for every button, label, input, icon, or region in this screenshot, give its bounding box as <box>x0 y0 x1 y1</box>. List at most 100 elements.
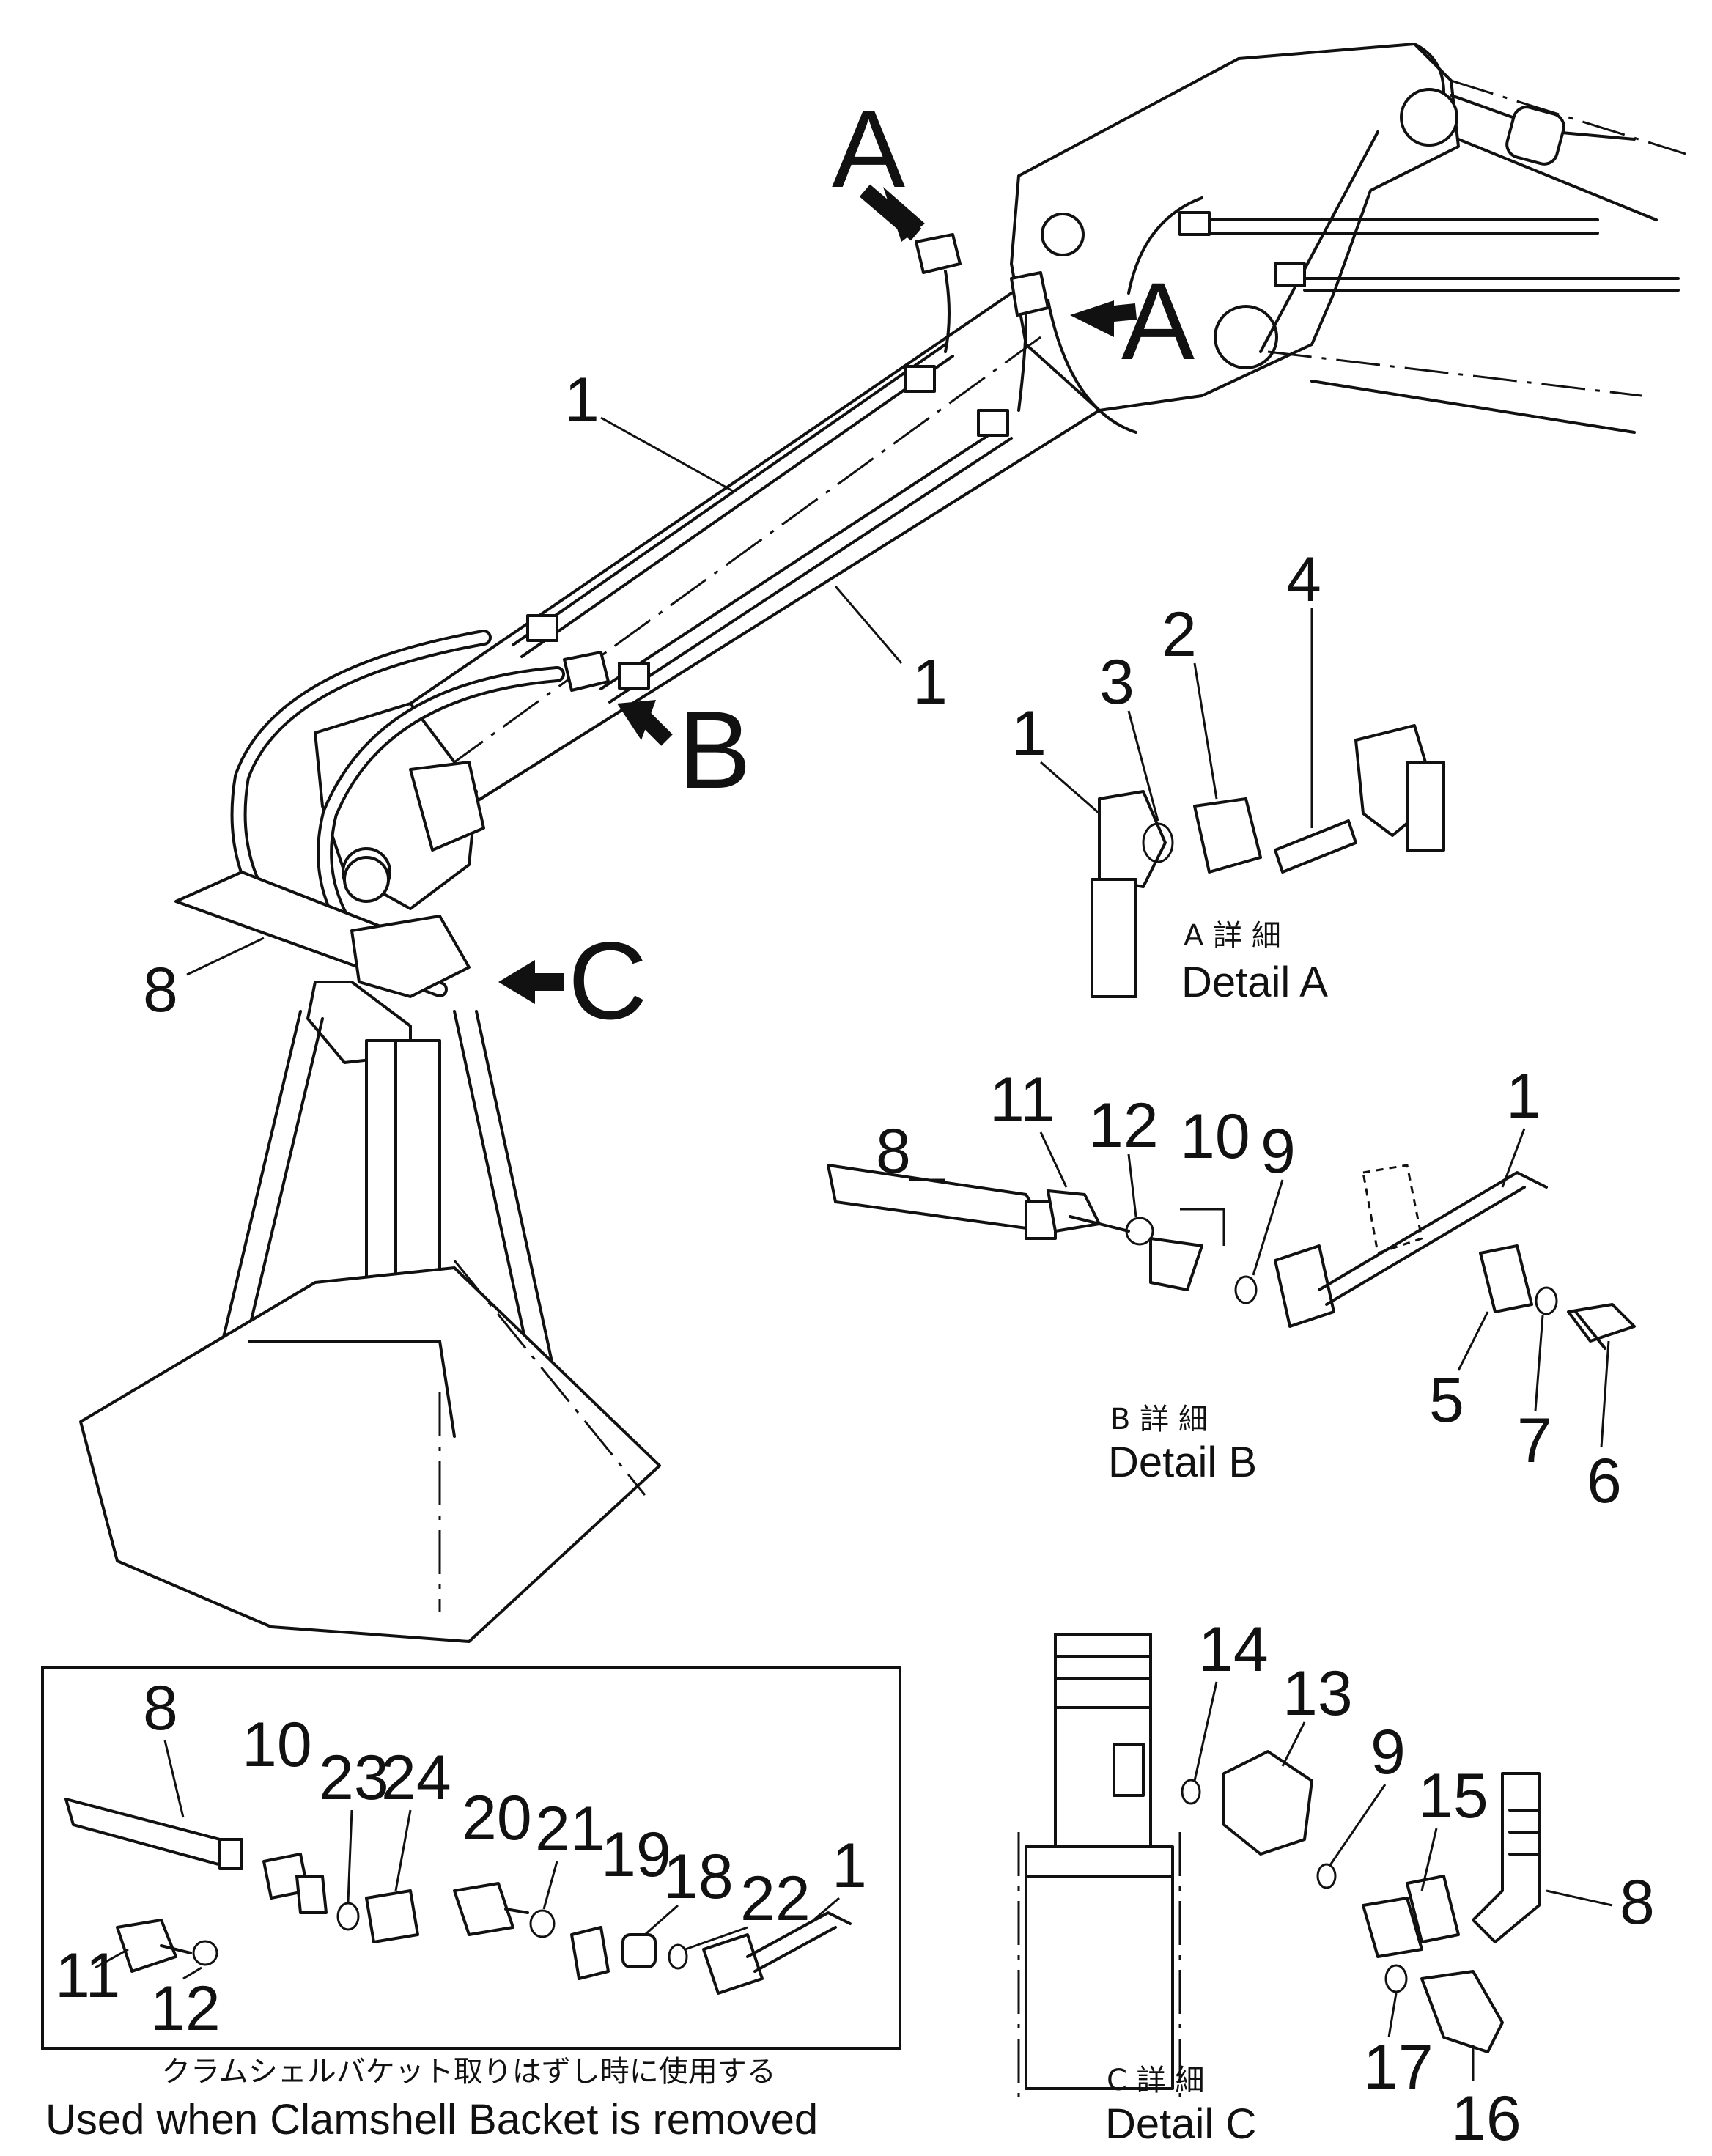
arm-pipe-upper-2 <box>520 355 954 658</box>
bucket-inner-edge <box>248 1340 456 1438</box>
inset-note-jp: クラムシェルバケット取りはずし時に使用する <box>161 2055 776 2089</box>
detail-b-flange <box>1274 1244 1335 1328</box>
pipe-clamp-3 <box>526 614 558 642</box>
inset-label-1: 1 <box>832 1831 867 1901</box>
arm-centerline <box>454 336 1041 764</box>
arm-assembly <box>174 43 1686 998</box>
boom-cylinder-rod-2 <box>1457 138 1658 221</box>
arm-top-edge <box>409 292 1013 705</box>
bolt-16 <box>1420 1970 1504 2053</box>
adapter-13 <box>1222 1750 1313 1856</box>
centerline-boom-2 <box>1267 350 1642 397</box>
o-ring-14 <box>1181 1779 1201 1805</box>
inset-bolt-11 <box>116 1919 177 1973</box>
split-flange-15 <box>1362 1897 1423 1958</box>
detail-b-label-12: 12 <box>1088 1090 1159 1161</box>
detail-b-pipe <box>1318 1171 1548 1291</box>
inset-o-ring-23 <box>336 1902 360 1931</box>
washer-12 <box>1125 1217 1154 1246</box>
centerline-boom-1 <box>1450 79 1686 155</box>
boom-cylinder-collar <box>1505 106 1565 166</box>
detail-c-label-14: 14 <box>1198 1614 1269 1685</box>
detail-c-label-15: 15 <box>1418 1761 1488 1831</box>
label-pipe-1-lower: 1 <box>912 647 948 717</box>
detail-c-title-en: Detail C <box>1105 2100 1256 2148</box>
callout-a-top: A <box>832 87 905 210</box>
arm-pipe-upper <box>512 343 947 646</box>
detail-c-label-13: 13 <box>1283 1658 1353 1729</box>
detail-a-label-2: 2 <box>1162 599 1197 670</box>
split-flange-2 <box>1193 797 1262 874</box>
detail-c-title-jp: C 詳 細 <box>1107 2064 1204 2097</box>
o-ring-9c <box>1316 1863 1337 1889</box>
boom-lower-edge <box>1310 380 1636 434</box>
detail-b-label-1: 1 <box>1506 1061 1541 1131</box>
inset-label-19: 19 <box>601 1820 671 1890</box>
arm-pipe-lower-2 <box>608 437 1013 704</box>
clamshell-bucket <box>79 981 661 1643</box>
inset-label-21: 21 <box>535 1794 605 1864</box>
rotator-shaft <box>1054 1633 1152 1848</box>
detail-c-label-17: 17 <box>1363 2032 1434 2103</box>
detail-a-hose-end <box>1406 761 1445 852</box>
inset-o-ring-22 <box>668 1943 688 1970</box>
boom-clamp-2 <box>1274 262 1306 287</box>
hose-link-a1 <box>944 270 951 353</box>
boom-pin-upper <box>1400 88 1458 147</box>
detail-b-label-6: 6 <box>1587 1446 1622 1516</box>
detail-b-clamp-ghost <box>1362 1164 1423 1255</box>
o-ring-9 <box>1234 1275 1258 1304</box>
detail-a-title-jp: A 詳 細 <box>1184 919 1281 953</box>
detail-b-label-7: 7 <box>1517 1406 1552 1476</box>
detail-b-title-jp: B 詳 細 <box>1110 1403 1208 1436</box>
rotator-cylinder-top <box>343 856 390 903</box>
detail-c-label-16: 16 <box>1451 2083 1521 2152</box>
inset-flange-1 <box>702 1933 764 1995</box>
detail-b: 8 11 12 10 9 1 5 7 6 B 詳 細 Detail B <box>827 1061 1636 1516</box>
detail-b-label-11: 11 <box>989 1065 1055 1135</box>
detail-b-title-en: Detail B <box>1108 1439 1257 1486</box>
boom-clamp-1 <box>1178 211 1211 236</box>
rotator-port <box>1113 1743 1145 1797</box>
detail-c: 14 13 9 15 8 17 16 C 詳 細 Detail C <box>1017 1614 1655 2154</box>
main-part-labels: 1 1 8 <box>143 365 948 1025</box>
callout-b: B <box>678 688 751 811</box>
bolt-6 <box>1567 1303 1636 1343</box>
inset-note-en: Used when Clamshell Backet is removed <box>45 2096 818 2144</box>
inset-label-20: 20 <box>462 1783 532 1853</box>
detail-c-label-9: 9 <box>1370 1717 1406 1787</box>
clamp-5 <box>1479 1244 1533 1313</box>
inset-washer-21 <box>529 1909 556 1938</box>
inset-label-22: 22 <box>740 1864 811 1934</box>
hose-8-end <box>827 1164 1049 1233</box>
inset-label-11: 11 <box>55 1941 120 2011</box>
washer-7 <box>1535 1286 1558 1315</box>
inset-hose-8 <box>64 1798 236 1870</box>
bucket-shell <box>79 1266 661 1643</box>
callout-arrows: A A B C <box>498 87 1195 1042</box>
hose-link-a4 <box>1127 196 1203 295</box>
fitting-b <box>563 651 610 692</box>
arrow-c-icon <box>498 960 535 1004</box>
inset-frame <box>41 1666 901 2050</box>
pipe-clamp-2 <box>977 409 1009 437</box>
detail-b-label-10: 10 <box>1180 1101 1250 1172</box>
label-hose-8: 8 <box>143 955 178 1025</box>
arm-pipe-lower <box>599 424 1006 690</box>
detail-a-label-3: 3 <box>1099 647 1134 717</box>
hose-8-elbow <box>1472 1772 1541 1943</box>
fitting-c <box>350 915 471 998</box>
rotator-body <box>1025 1845 1174 2090</box>
inset-label-23: 23 <box>319 1743 389 1813</box>
arm-bottom-edge <box>468 409 1101 808</box>
boom-pin-left <box>1041 213 1085 256</box>
detail-a-label-4: 4 <box>1286 544 1321 615</box>
detail-a-label-1: 1 <box>1011 698 1047 769</box>
detail-b-label-5: 5 <box>1429 1365 1464 1436</box>
inset-label-10: 10 <box>242 1710 312 1780</box>
flange-a-2 <box>1010 271 1049 317</box>
o-ring-3 <box>1142 822 1174 863</box>
callout-c: C <box>568 919 647 1042</box>
